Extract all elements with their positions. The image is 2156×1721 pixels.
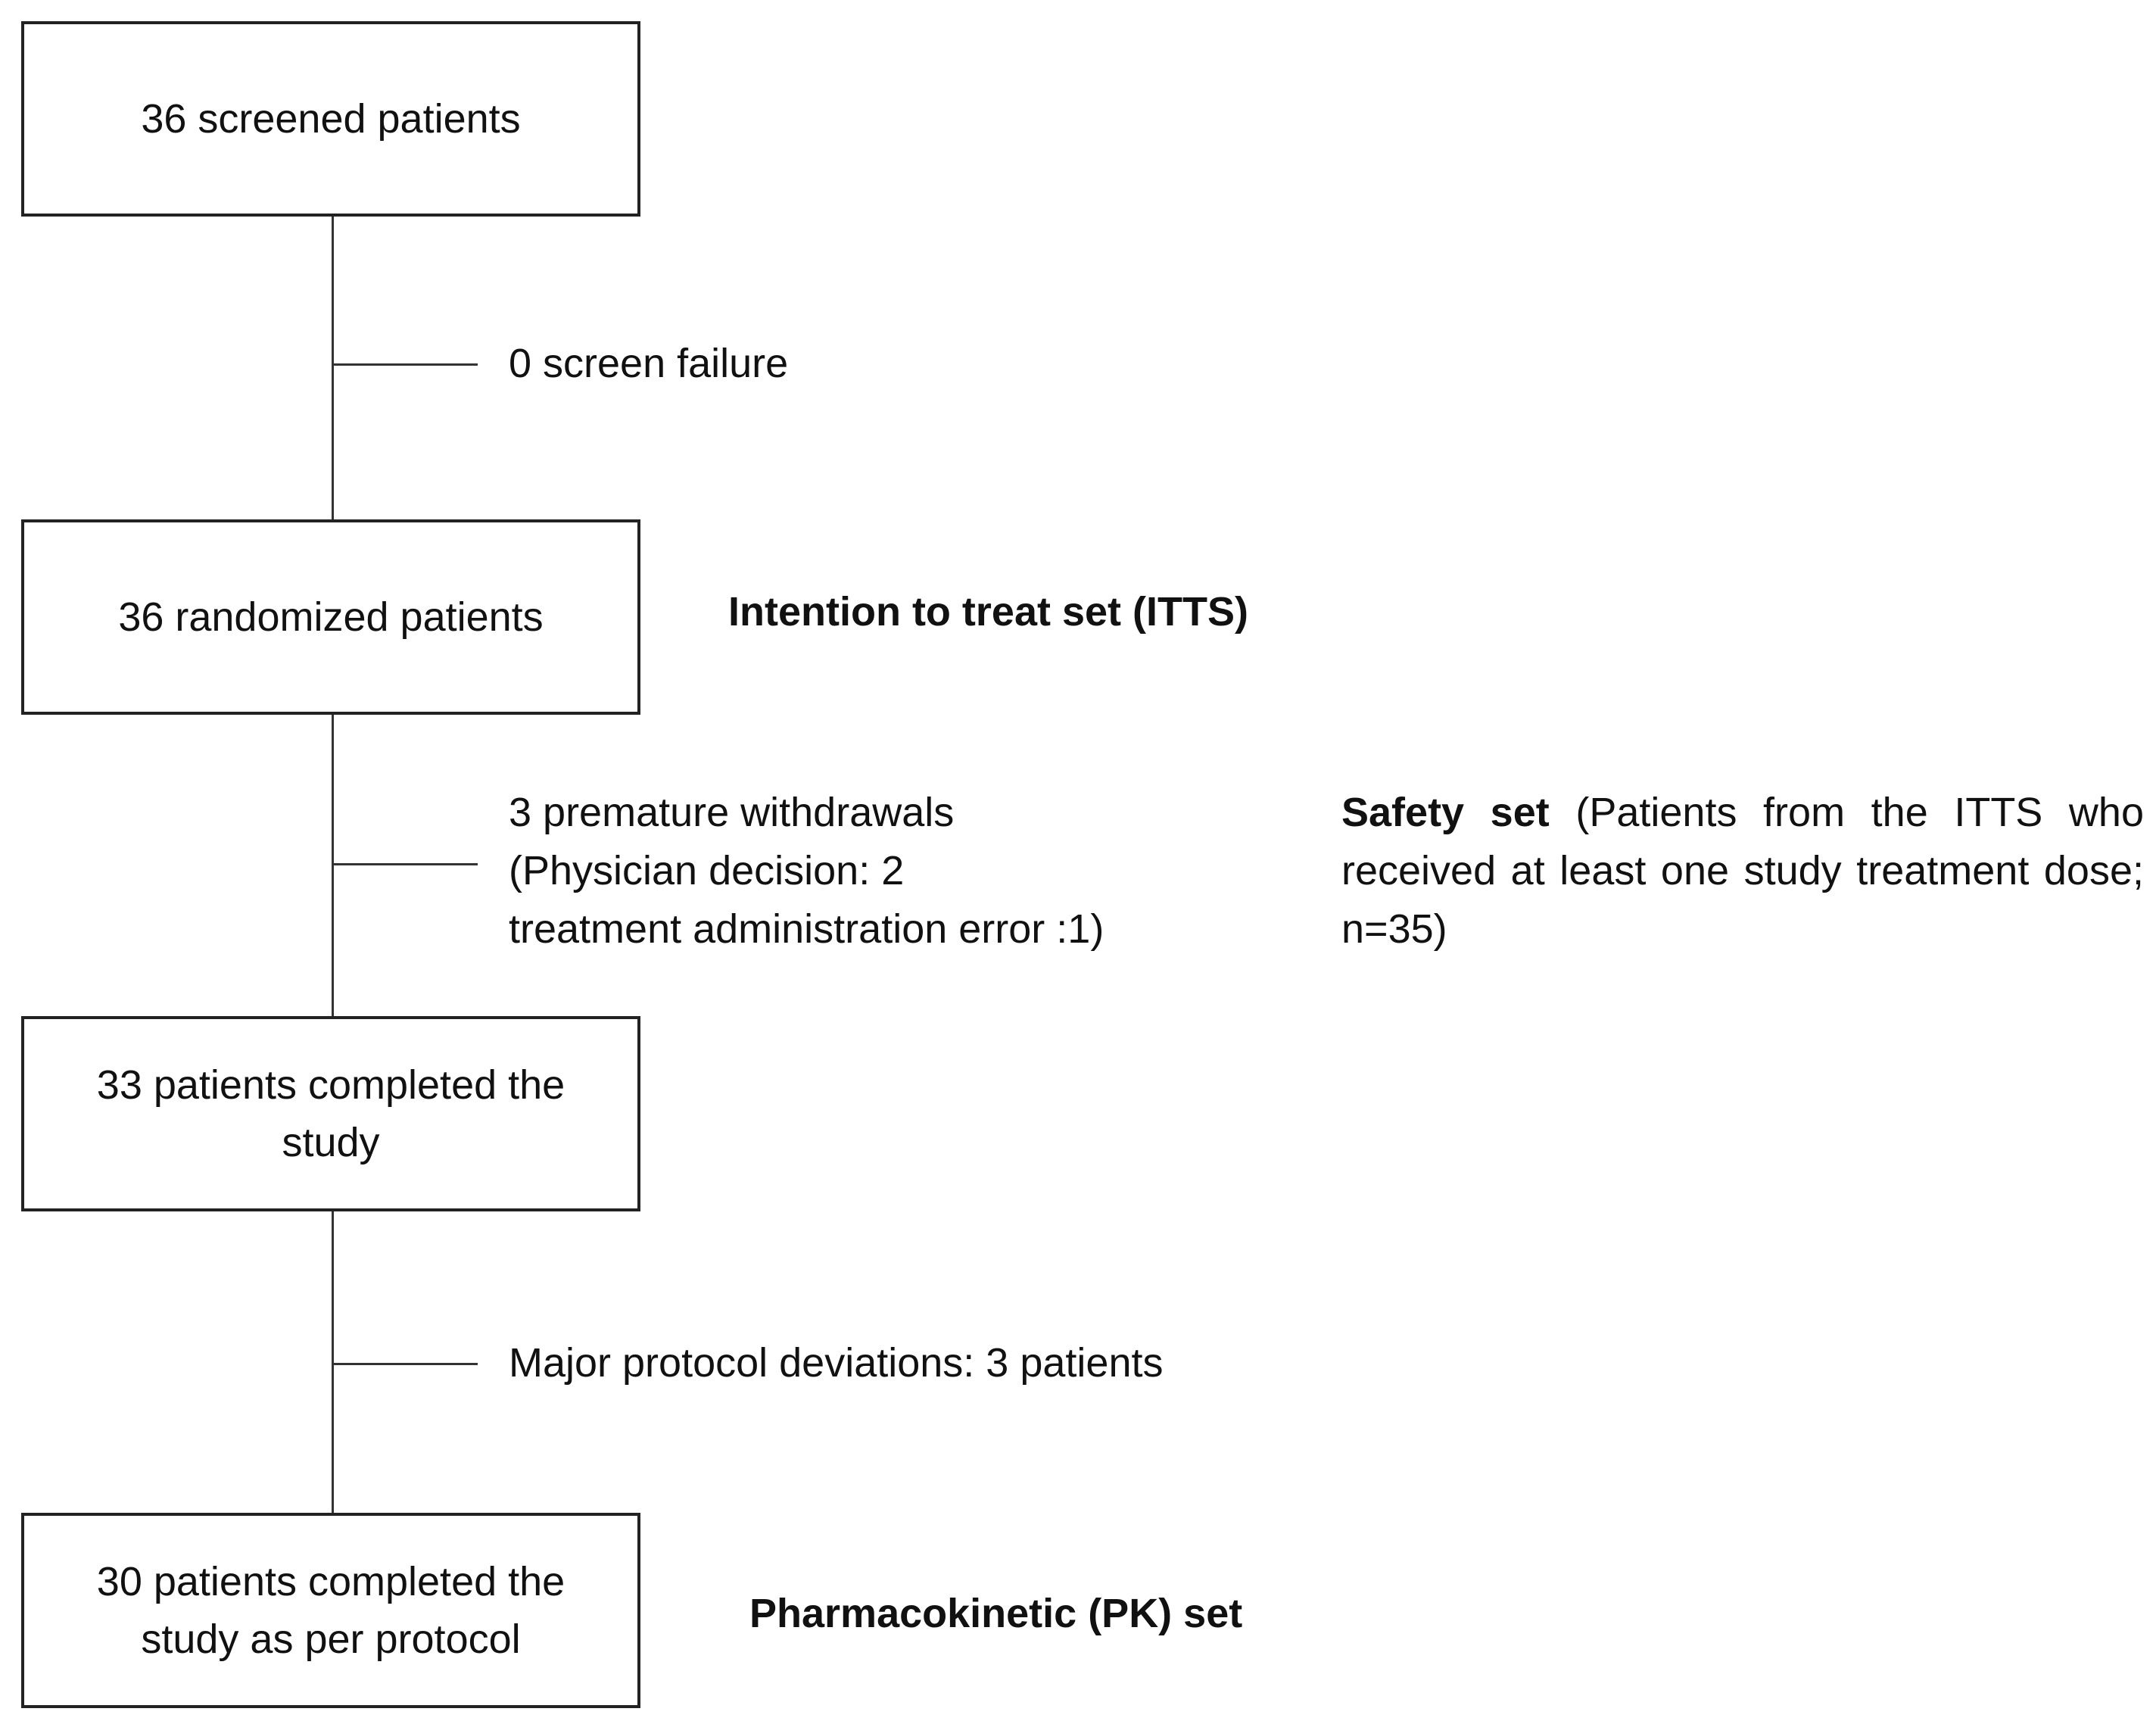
box-per-protocol-patients: 30 patients completed the study as per p…	[21, 1513, 640, 1708]
box-completed-patients: 33 patients completed the study	[21, 1016, 640, 1211]
branch-screen-failure	[332, 363, 478, 366]
safety-set-title: Safety set	[1341, 790, 1550, 835]
branch-withdrawals	[332, 863, 478, 865]
box-randomized-label: 36 randomized patients	[118, 594, 544, 640]
note-premature-withdrawals: 3 premature withdrawals (Physician decis…	[509, 784, 1104, 959]
note-withdrawals-line-2: (Physician decision: 2	[509, 848, 905, 893]
connector-screened-to-randomized	[332, 217, 334, 521]
box-per-protocol-label: 30 patients completed the study as per p…	[96, 1559, 565, 1662]
note-withdrawals-line-3: treatment administration error :1)	[509, 906, 1104, 952]
box-screened-label: 36 screened patients	[141, 96, 521, 142]
box-screened-patients: 36 screened patients	[21, 21, 640, 217]
note-withdrawals-line-1: 3 premature withdrawals	[509, 790, 955, 835]
connector-completed-to-per-protocol	[332, 1210, 334, 1514]
label-safety-set: Safety set (Patients from the ITTS who r…	[1341, 784, 2144, 959]
box-randomized-patients: 36 randomized patients	[21, 519, 640, 715]
note-screen-failure: 0 screen failure	[509, 341, 789, 386]
label-itts: Intention to treat set (ITTS)	[728, 589, 1248, 634]
safety-set-description: (Patients from the ITTS who received at …	[1341, 790, 2144, 952]
connector-randomized-to-completed	[332, 713, 334, 1018]
note-protocol-deviations: Major protocol deviations: 3 patients	[509, 1340, 1164, 1386]
branch-deviations	[332, 1363, 478, 1365]
label-pk-set: Pharmacokinetic (PK) set	[749, 1591, 1243, 1636]
box-completed-label: 33 patients completed the study	[96, 1062, 565, 1165]
